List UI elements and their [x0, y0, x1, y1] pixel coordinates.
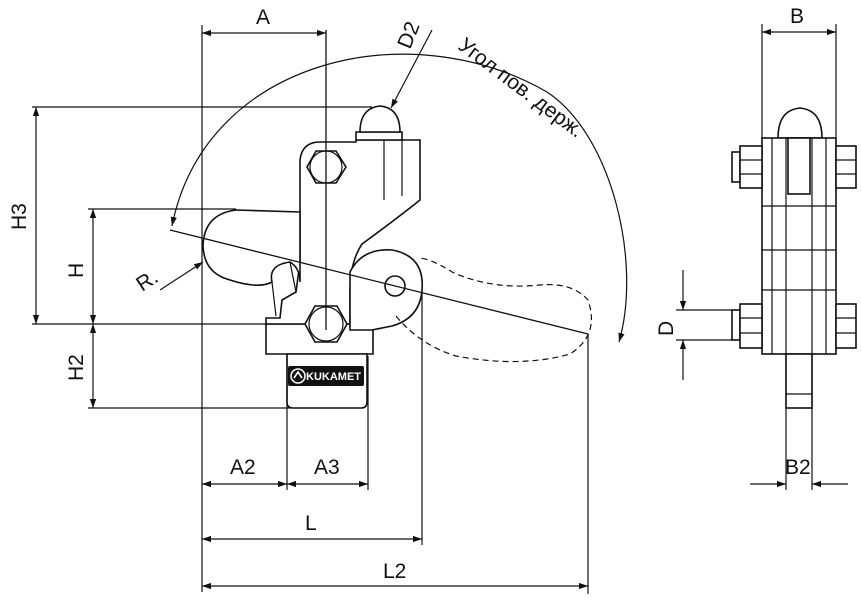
clamp-side-view	[731, 107, 857, 409]
spindle-post	[355, 131, 403, 141]
label-A: A	[256, 6, 270, 29]
side-upper-bolt	[731, 145, 857, 189]
label-L2: L2	[383, 560, 406, 583]
label-R: R.	[132, 265, 162, 296]
label-H3: H3	[8, 203, 31, 230]
label-A2: A2	[230, 456, 256, 479]
label-angle: Угол пов. держ.	[454, 34, 588, 143]
label-L: L	[305, 512, 317, 535]
side-dimensions: B D B2	[655, 5, 848, 490]
label-B: B	[790, 5, 804, 28]
label-D: D	[655, 321, 678, 336]
label-D2: D2	[393, 18, 424, 52]
label-B2: B2	[785, 456, 811, 479]
clamp-lever	[202, 209, 301, 286]
spindle-stem	[383, 140, 403, 200]
brand-logo: KUKAMET	[288, 366, 364, 386]
label-A3: A3	[314, 456, 340, 479]
lever-dashed-position	[395, 257, 592, 363]
label-H2: H2	[65, 354, 88, 381]
label-H: H	[65, 263, 88, 278]
spindle-dome	[359, 105, 401, 133]
side-lower-bolt	[731, 303, 857, 349]
logo-text: KUKAMET	[306, 371, 361, 383]
